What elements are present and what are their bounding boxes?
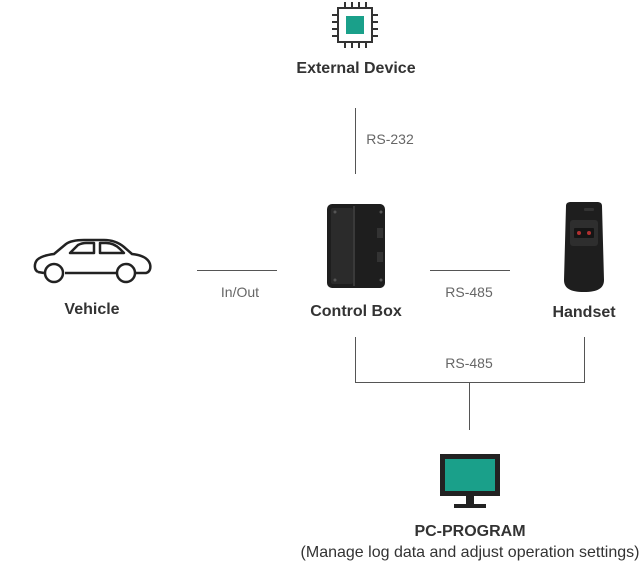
rs485-handset-label: RS-485 <box>445 284 493 300</box>
rs485-pc-label: RS-485 <box>445 355 493 371</box>
car-icon <box>33 238 152 284</box>
handset-label: Handset <box>552 304 616 321</box>
chip-icon <box>332 2 378 48</box>
connector-vehicle-control <box>197 270 277 271</box>
connector-control-handset <box>430 270 510 271</box>
pc-program-sublabel: (Manage log data and adjust operation se… <box>300 544 640 561</box>
external-device-label: External Device <box>296 60 416 77</box>
handset-icon <box>564 202 604 292</box>
control-box-icon <box>327 204 385 288</box>
connector-to-pc <box>469 383 470 430</box>
control-box-label: Control Box <box>310 303 402 320</box>
connector-external-control <box>355 108 356 174</box>
connector-handset-down <box>584 337 585 383</box>
connector-bus <box>355 382 585 383</box>
monitor-icon <box>440 454 500 508</box>
pc-program-label: PC-PROGRAM <box>414 523 526 540</box>
inout-label: In/Out <box>220 284 260 300</box>
vehicle-label: Vehicle <box>64 301 120 318</box>
connector-control-down <box>355 337 356 383</box>
rs232-label: RS-232 <box>366 131 414 147</box>
